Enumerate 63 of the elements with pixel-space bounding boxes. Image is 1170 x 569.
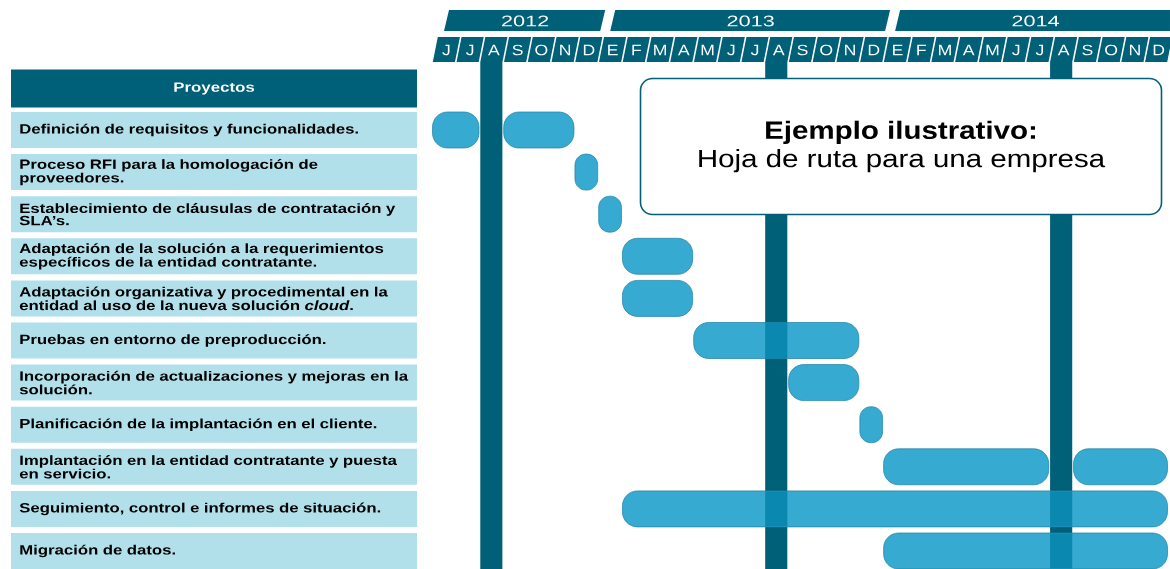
month-cell: F bbox=[907, 37, 935, 62]
node-label: A bbox=[772, 44, 785, 56]
month-cell: S bbox=[504, 37, 532, 62]
month-cell: M bbox=[693, 37, 722, 62]
month-cell: M bbox=[646, 37, 674, 62]
month-cell: S bbox=[1073, 37, 1101, 62]
month-cell: A bbox=[765, 37, 793, 62]
month-cell: S bbox=[788, 37, 817, 62]
month-cell: N bbox=[551, 37, 579, 62]
gantt-bar bbox=[598, 195, 622, 233]
month-cell: A bbox=[1050, 37, 1078, 62]
month-cell: F bbox=[622, 37, 650, 62]
month-cell: J bbox=[741, 37, 769, 62]
month-cell: D bbox=[860, 37, 888, 62]
gantt-bar bbox=[622, 280, 693, 317]
gantt-bar bbox=[883, 448, 1050, 486]
task-cell: Proceso RFI para la homologación de proveedores. bbox=[11, 154, 417, 191]
month-cell: D bbox=[1145, 37, 1170, 62]
month-cell: A bbox=[955, 37, 983, 62]
task-cell: Pruebas en entorno de preproducción. bbox=[11, 322, 417, 359]
callout-box: Ejemplo ilustrativo: Hoja de ruta para una empresa bbox=[639, 77, 1163, 216]
task-cell: Establecimiento de cláusulas de contratación y SLA’s. bbox=[11, 196, 417, 233]
month-cell: N bbox=[1121, 37, 1149, 62]
month-cell: O bbox=[812, 37, 840, 62]
node-label: A bbox=[1057, 44, 1070, 56]
month-cell: E bbox=[599, 37, 627, 62]
year-banner: 2014 bbox=[895, 10, 1170, 31]
year-banner: 2013 bbox=[610, 10, 891, 31]
gantt-bar bbox=[788, 364, 860, 401]
month-cell: N bbox=[836, 37, 864, 62]
month-cell: A bbox=[480, 37, 508, 62]
month-cell: O bbox=[527, 37, 555, 62]
month-cell: E bbox=[883, 37, 912, 62]
task-cell: Planificación de la implantación en el cliente. bbox=[11, 406, 417, 443]
gantt-bar bbox=[859, 406, 883, 444]
gantt-bar bbox=[503, 111, 575, 149]
month-cell: J bbox=[717, 37, 745, 62]
header-cell: Proyectos bbox=[11, 69, 417, 108]
gantt-bar bbox=[883, 532, 1168, 569]
gantt-bar bbox=[622, 237, 693, 275]
month-cell: J bbox=[1026, 37, 1054, 62]
task-cell: Migración de datos. bbox=[11, 533, 417, 569]
task-cell: Incorporación de actualizaciones y mejoras en la solución. bbox=[11, 364, 417, 401]
month-cell: A bbox=[670, 37, 698, 62]
month-cell: M bbox=[978, 37, 1006, 62]
node-label: A bbox=[487, 44, 500, 56]
month-cell: J bbox=[432, 37, 460, 62]
gantt-bar bbox=[693, 322, 860, 359]
task-cell: Implantación en la entidad contratante y puesta en servicio. bbox=[11, 448, 417, 485]
gantt-bar bbox=[432, 111, 480, 149]
task-cell: Seguimiento, control e informes de situación. bbox=[11, 490, 417, 527]
task-cell: Definición de requisitos y funcionalidades. bbox=[11, 112, 417, 148]
month-cell: J bbox=[1002, 37, 1030, 62]
gantt-bar bbox=[622, 490, 1168, 528]
gantt-bar bbox=[1073, 448, 1168, 486]
month-cell: O bbox=[1097, 37, 1125, 62]
month-cell: M bbox=[931, 37, 959, 62]
year-banner: 2012 bbox=[444, 10, 606, 31]
gantt-bar bbox=[574, 153, 599, 191]
task-cell: Adaptación organizativa y procedimental en la entidad al uso de la nueva solución cloud. bbox=[11, 280, 417, 317]
month-cell: J bbox=[456, 37, 484, 62]
month-cell: D bbox=[575, 37, 603, 62]
task-cell: Adaptación de la solución a la requerimientos específicos de la entidad contratante. bbox=[11, 238, 417, 275]
